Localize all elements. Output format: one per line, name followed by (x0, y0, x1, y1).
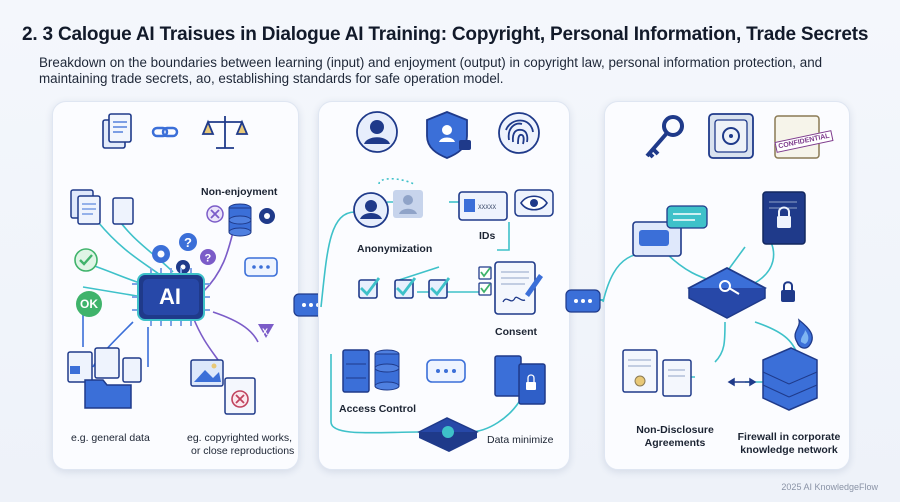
padlock-icon (781, 281, 795, 302)
access-control-server-icon (342, 349, 400, 393)
personal-info-panel: Anonymization IDs XXXXX Consent Access C… (318, 101, 570, 470)
fingerprint-icon (498, 112, 540, 154)
gear-icon (152, 245, 190, 274)
chat-bubble-icon (426, 359, 466, 383)
database-icon (228, 203, 252, 237)
copyright-panel: ? ? (52, 101, 299, 470)
data-minimize-label: Data minimize (487, 434, 554, 446)
scale-icon (201, 116, 249, 149)
copyright-illustration: ? ? (67, 113, 278, 415)
settings-gear-icon (259, 208, 275, 224)
eye-icon (514, 189, 554, 217)
consent-label: Consent (495, 326, 537, 338)
user-icon (356, 111, 398, 153)
ok-label: OK (80, 297, 98, 311)
page-subtitle: Breakdown on the boundaries between lear… (39, 55, 823, 86)
personal-info-illustration (320, 111, 554, 452)
safe-icon (708, 113, 754, 159)
checkbox-icons (358, 277, 451, 299)
exchange-arrow-icon (727, 377, 757, 387)
anonymization-person-icon (353, 192, 389, 228)
id-card-text: XXXXX (478, 204, 497, 211)
firewall-label-1: Firewall in corporate (737, 431, 841, 443)
copyrighted-works-icon (190, 359, 256, 415)
copyrighted-works-label-2: or close reproductions (191, 445, 295, 457)
anonymization-label: Anonymization (357, 243, 433, 255)
non-enjoyment-label: Non-enjoyment (201, 186, 278, 198)
firewall-icon (762, 318, 818, 411)
nda-label-1: Non-Disclosure (636, 424, 714, 436)
blurred-identity-icon (393, 190, 423, 218)
nda-label-2: Agreements (644, 437, 706, 449)
firewall-label-2: knowledge network (740, 444, 838, 456)
chat-window-icon (632, 205, 708, 257)
svg-text:?: ? (205, 253, 212, 265)
nda-documents-icon (622, 349, 692, 397)
ai-chip-icon (132, 268, 210, 326)
question-icon: ? ? (179, 233, 216, 265)
general-data-icon (67, 347, 142, 409)
svg-text:X: X (262, 327, 268, 337)
blocked-output-icon: X (258, 324, 274, 338)
access-control-label: Access Control (339, 403, 417, 415)
ids-label: IDs (479, 230, 496, 242)
deny-icon (206, 205, 224, 223)
locked-document-icon (762, 191, 806, 245)
general-data-label: e.g. general data (71, 432, 150, 444)
source-documents-icon (70, 189, 134, 225)
data-minimize-icon (417, 417, 479, 452)
trade-secrets-panel: CONFIDENTIAL Non-Disclosure Agreements F… (602, 101, 850, 470)
copyrighted-works-label-1: eg. copyrighted works, (187, 432, 293, 444)
ok-badge-icon (76, 291, 102, 317)
chat-bubble-icon (244, 257, 278, 277)
documents-icon (102, 113, 132, 149)
trade-secrets-illustration (602, 113, 820, 411)
consent-document-icon (478, 261, 543, 315)
footer-credit: 2025 AI KnowledgeFlow (781, 482, 878, 492)
id-card-icon (458, 191, 508, 221)
secure-platform-icon (687, 266, 767, 319)
svg-text:?: ? (184, 235, 192, 250)
page-title: 2. 3 Calogue AI Traisues in Dialogue AI … (22, 24, 869, 45)
key-icon (645, 115, 684, 159)
check-icon (74, 248, 98, 272)
secure-server-icon (494, 355, 546, 405)
shield-user-icon (426, 111, 471, 159)
ai-chip-label: AI (159, 284, 181, 309)
link-icon (151, 126, 179, 138)
